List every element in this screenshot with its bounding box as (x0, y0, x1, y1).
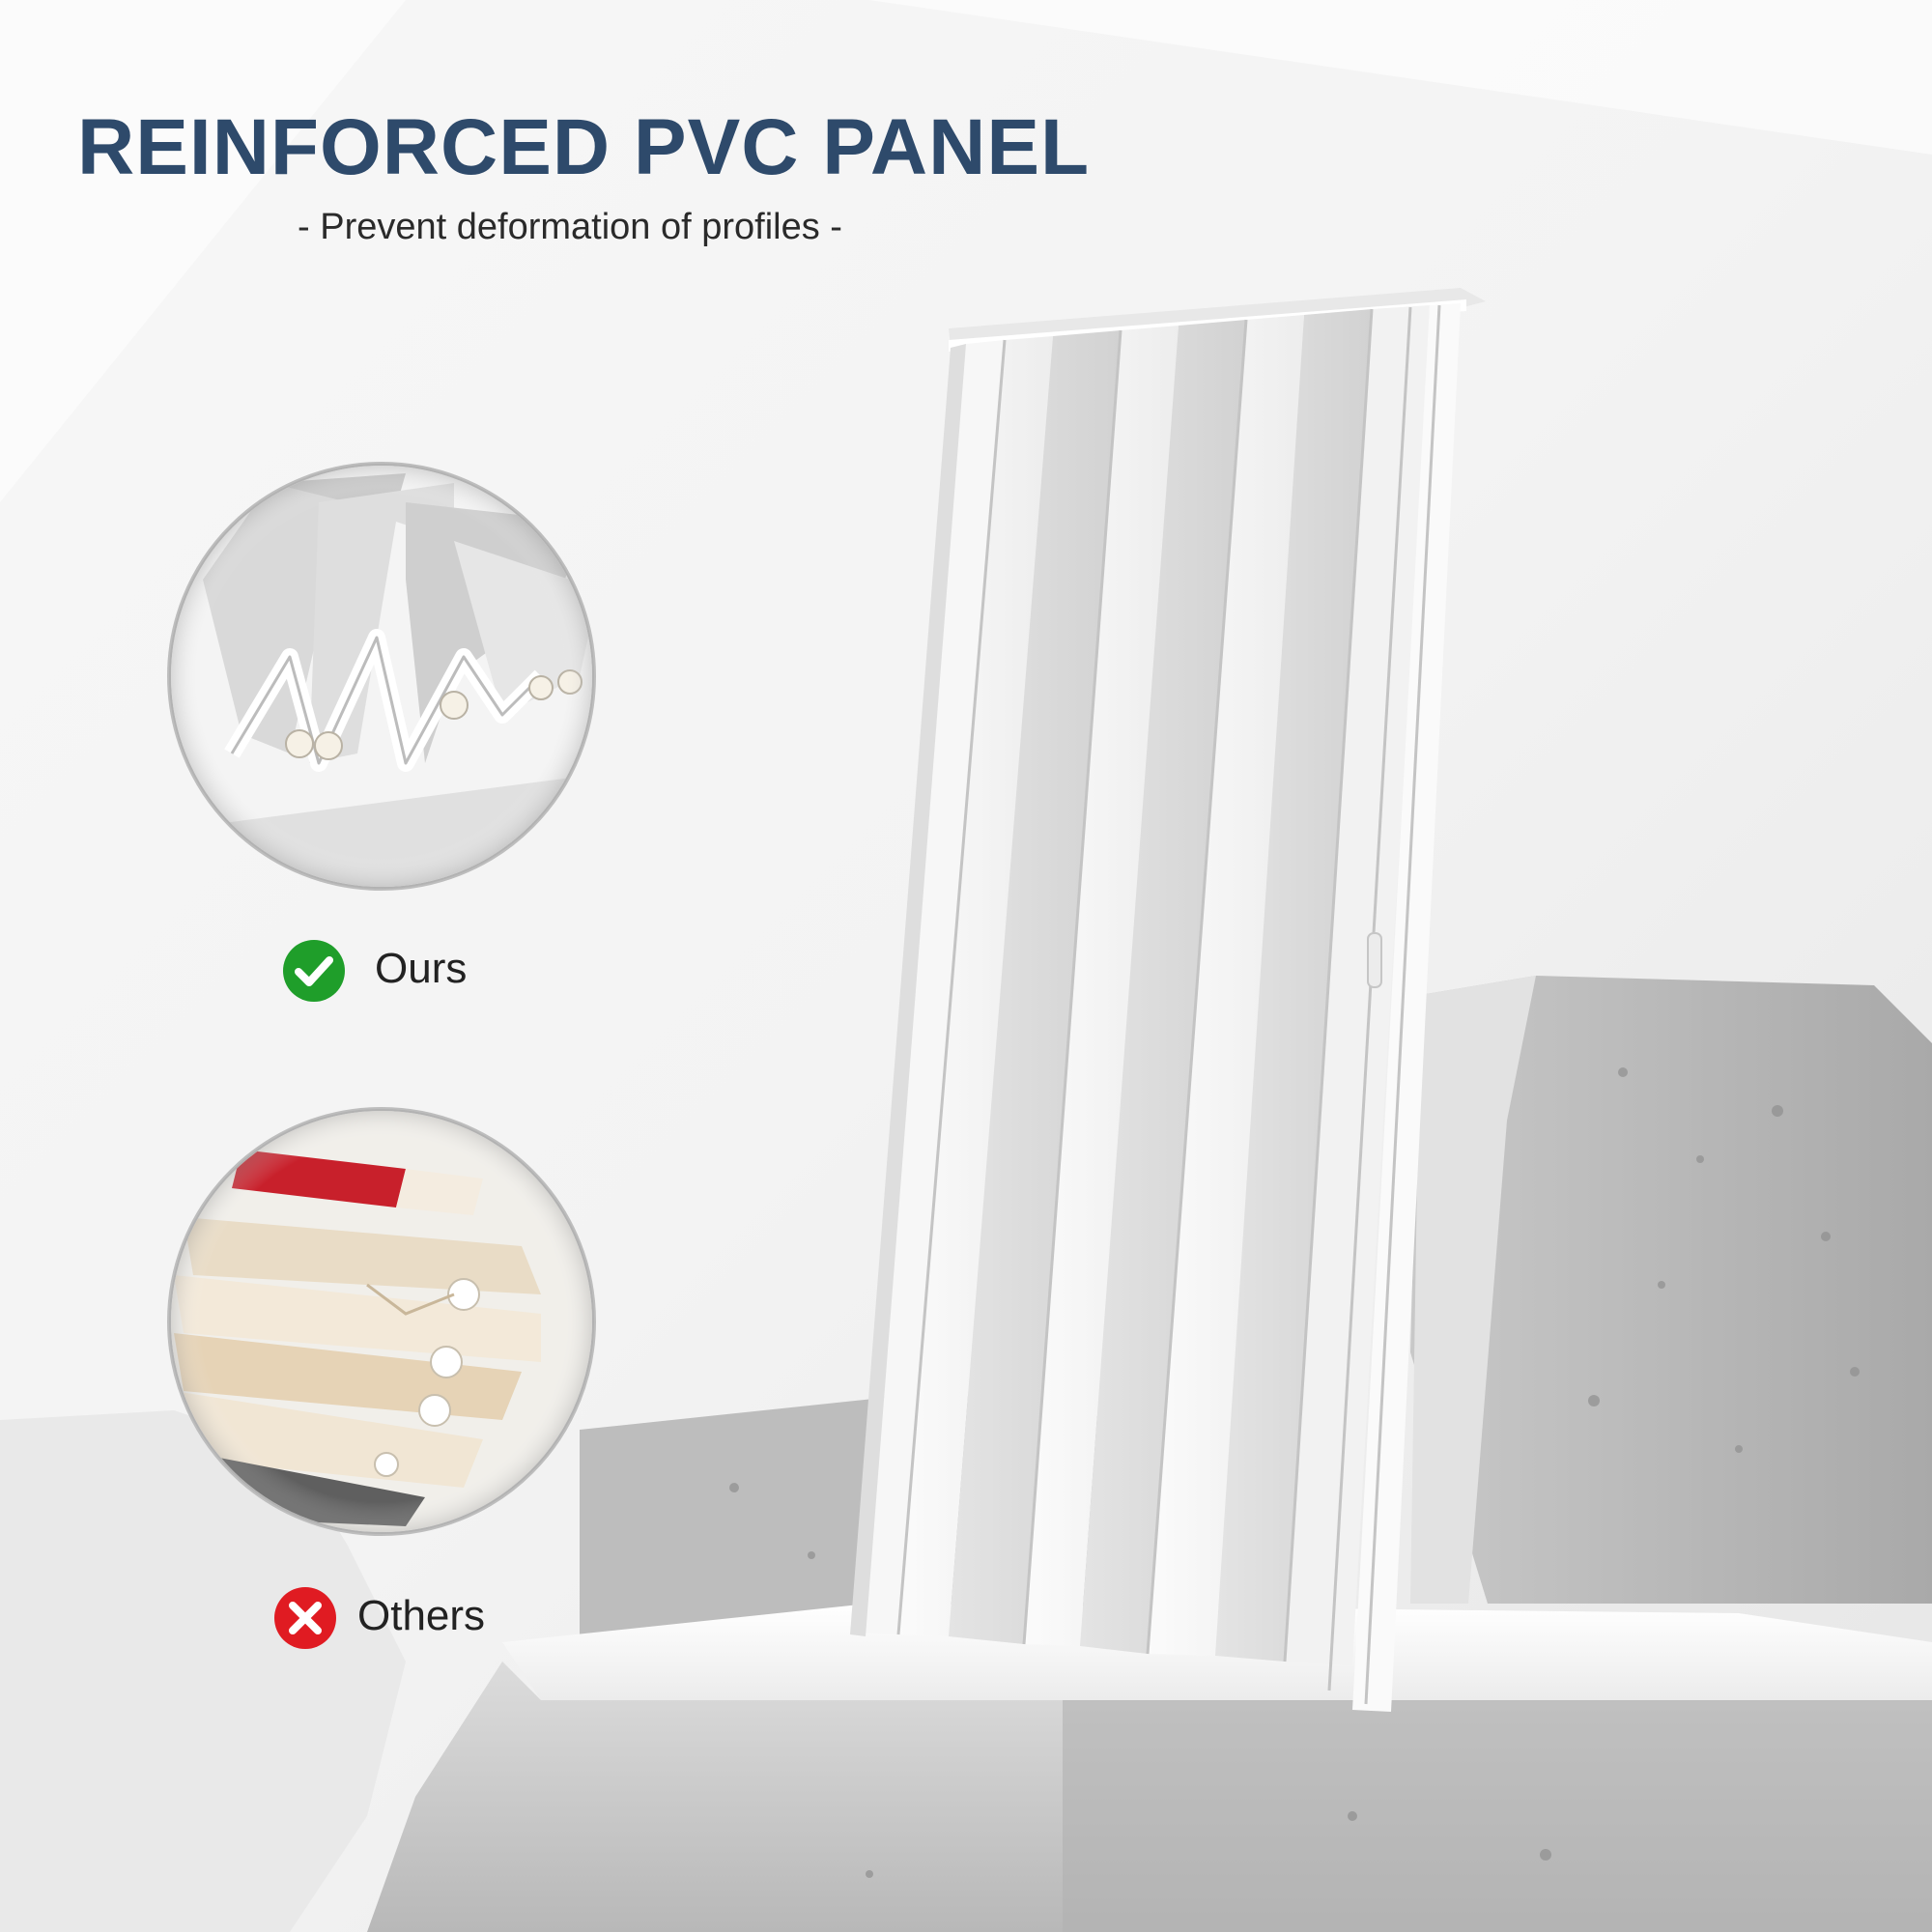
rock-texture-dots (729, 1067, 1860, 1878)
ours-label: Ours (375, 945, 468, 992)
subtitle: - Prevent deformation of profiles - (298, 207, 842, 247)
check-circle-icon (283, 940, 345, 1002)
ours-profile-image (167, 462, 596, 891)
folding-door (850, 288, 1486, 1712)
page-title: REINFORCED PVC PANEL (77, 103, 1091, 191)
others-label: Others (357, 1592, 486, 1639)
others-profile-image (167, 1107, 596, 1536)
door-handle (1367, 932, 1382, 988)
light-ray (869, 0, 1932, 155)
x-circle-icon (274, 1587, 336, 1649)
light-ray (0, 0, 406, 502)
